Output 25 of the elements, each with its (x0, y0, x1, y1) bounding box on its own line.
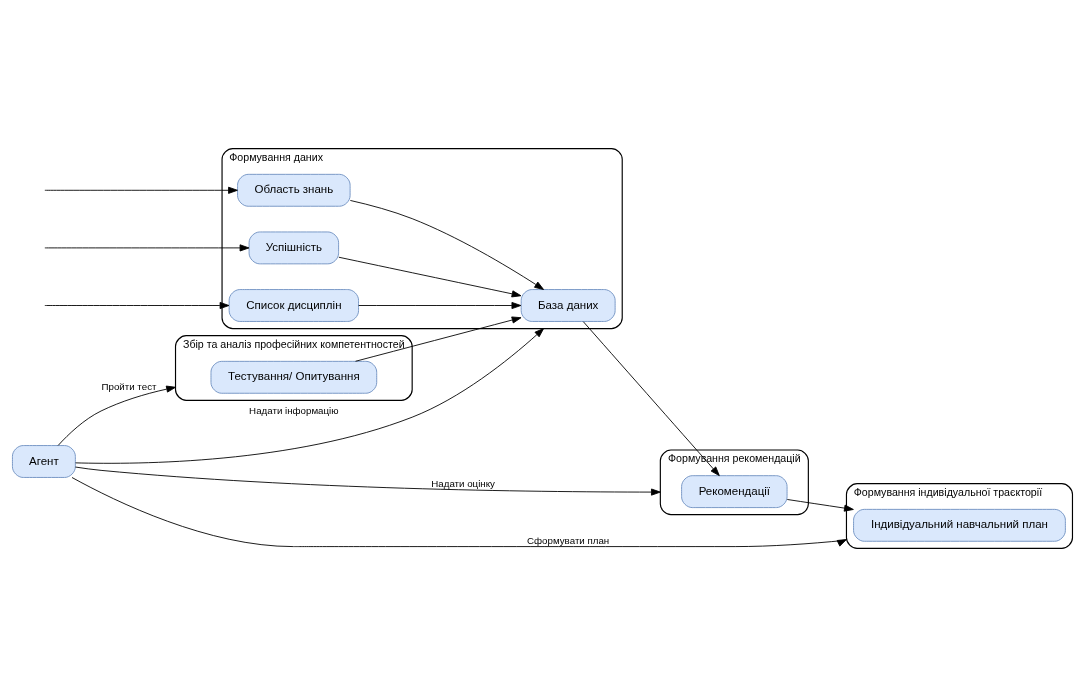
node-box: Область знань (237, 173, 351, 207)
edge-label: Надати оцінку (431, 477, 495, 489)
arrow (71, 476, 847, 547)
arrow (57, 385, 176, 446)
arrow (582, 320, 720, 476)
arrow (44, 186, 238, 194)
arrow (75, 327, 545, 464)
arrow (349, 199, 545, 290)
arrow (44, 301, 230, 309)
arrow (44, 243, 250, 251)
arrow (74, 466, 661, 496)
node-box: Тестування/ Опитування (210, 360, 378, 394)
arrow (355, 316, 522, 362)
node-box: Список дисциплін (228, 288, 359, 322)
node-box: Агент (12, 444, 76, 478)
arrow (338, 256, 522, 297)
edge-label: Сформувати план (527, 534, 610, 546)
edge-label: Надати інформацію (249, 404, 339, 416)
edge-label: Пройти тест (101, 380, 157, 392)
node-box: Рекомендації (681, 474, 788, 508)
node-box: Індивідуальний навчальний план (853, 508, 1066, 542)
node-box: Успішність (248, 231, 340, 264)
arrow (358, 301, 522, 309)
node-box: База даних (520, 288, 616, 322)
arrow (786, 498, 854, 512)
